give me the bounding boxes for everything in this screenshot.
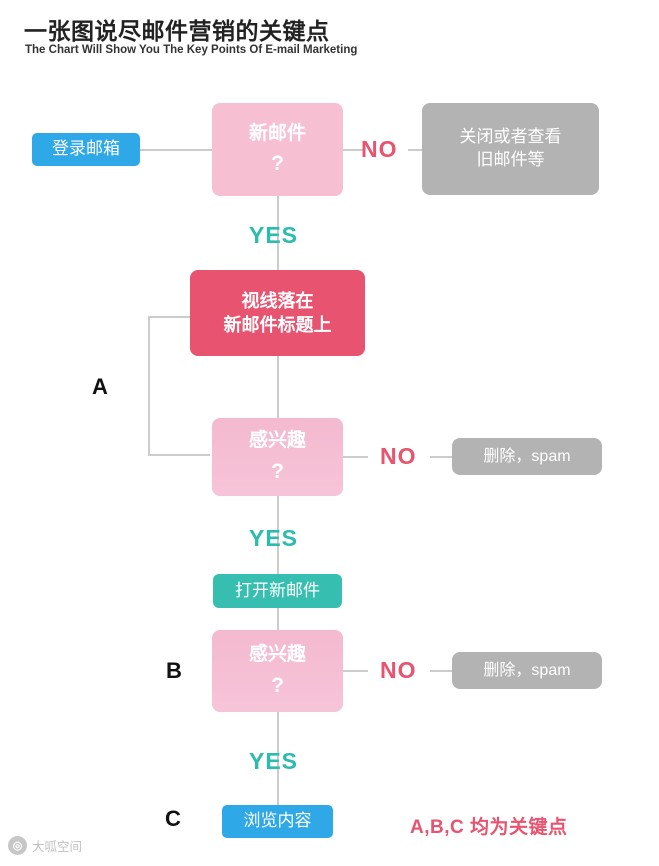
label-no-1: NO [361, 136, 398, 162]
label-point-a: A [92, 374, 108, 399]
label-no-2: NO [380, 443, 417, 469]
connector-openmail-to-interestB [277, 608, 279, 630]
label-point-c: C [165, 806, 181, 831]
node-new-mail-question-mark: ? [271, 152, 284, 176]
node-gaze-line1: 视线落在 [241, 290, 314, 311]
node-interest-a-label: 感兴趣 [248, 430, 306, 451]
node-login-mailbox-label: 登录邮箱 [52, 139, 120, 159]
label-no-3: NO [380, 657, 417, 683]
watermark-logo-icon: ◎ [8, 836, 27, 855]
node-login-mailbox[interactable]: 登录邮箱 [32, 133, 140, 166]
label-yes-1: YES [249, 222, 299, 248]
connector-noA-to-spam [430, 456, 452, 458]
node-gaze-on-subject[interactable]: 视线落在 新邮件标题上 [190, 270, 365, 356]
connector-noB-to-spam [430, 670, 452, 672]
connector-interestB-to-browse [277, 712, 279, 808]
node-interest-b-question-mark: ? [271, 673, 284, 697]
node-open-new-mail[interactable]: 打开新邮件 [213, 574, 342, 608]
connector-newmail-to-no [343, 149, 363, 151]
label-yes-2: YES [249, 525, 299, 551]
node-open-new-mail-label: 打开新邮件 [235, 580, 320, 600]
connector-interestA-to-openmail [277, 496, 279, 574]
watermark-text: 大呱空间 [32, 840, 83, 854]
connector-bracket-a [148, 316, 210, 456]
node-interest-decision-a[interactable]: 感兴趣 ? [212, 418, 343, 496]
connector-interestA-to-no [343, 456, 368, 458]
watermark: ◎ 大呱空间 [8, 836, 82, 855]
node-close-or-old-line2: 旧邮件等 [476, 150, 545, 169]
connector-interestB-to-no [343, 670, 368, 672]
node-delete-spam-a[interactable]: 删除，spam [452, 438, 602, 475]
connector-no-to-close [408, 149, 422, 151]
node-delete-spam-a-label: 删除，spam [483, 447, 571, 465]
node-new-mail-label: 新邮件 [248, 122, 306, 144]
connector-login-to-newmail [140, 149, 216, 151]
node-new-mail-decision[interactable]: 新邮件 ? [212, 103, 343, 196]
label-key-points-note: A,B,C 均为关键点 [410, 817, 568, 838]
page-title: 一张图说尽邮件营销的关键点 [24, 18, 330, 44]
node-interest-a-question-mark: ? [271, 459, 284, 483]
node-browse-content-label: 浏览内容 [243, 811, 312, 831]
node-delete-spam-b-label: 删除，spam [483, 661, 571, 679]
node-delete-spam-b[interactable]: 删除，spam [452, 652, 602, 689]
connector-newmail-to-gaze [277, 196, 279, 270]
connector-gaze-to-interestA [277, 356, 279, 418]
page-subtitle: The Chart Will Show You The Key Points O… [25, 44, 358, 56]
node-gaze-line2: 新邮件标题上 [223, 315, 332, 335]
label-point-b: B [166, 658, 182, 683]
node-browse-content[interactable]: 浏览内容 [222, 805, 333, 838]
node-close-or-old-mail[interactable]: 关闭或者查看 旧邮件等 [422, 103, 599, 195]
node-interest-b-label: 感兴趣 [248, 644, 306, 665]
label-yes-3: YES [249, 748, 299, 774]
node-interest-decision-b[interactable]: 感兴趣 ? [212, 630, 343, 712]
node-close-or-old-line1: 关闭或者查看 [459, 127, 562, 147]
